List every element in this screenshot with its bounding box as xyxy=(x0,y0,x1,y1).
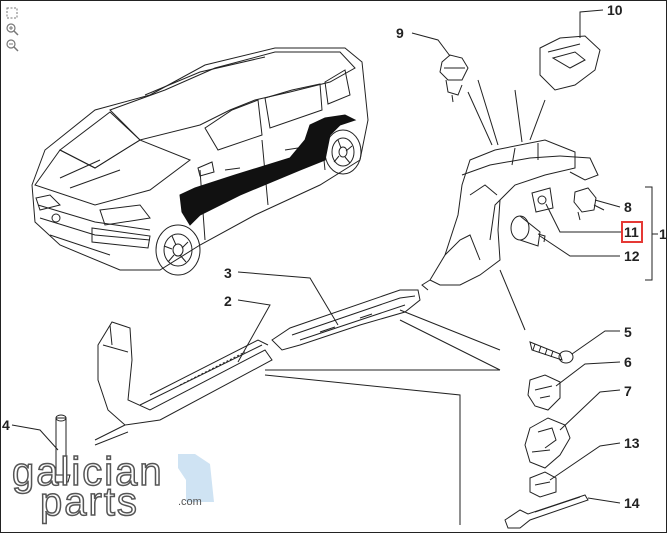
leader-strips-to-parts xyxy=(264,309,501,525)
zoom-toolbar xyxy=(5,6,23,52)
car-illustration xyxy=(31,47,369,276)
callout-5[interactable]: 5 xyxy=(624,324,632,340)
callout-3[interactable]: 3 xyxy=(224,265,232,281)
leader-5 xyxy=(571,330,620,355)
part-9-clip xyxy=(439,54,469,103)
part-12-pin xyxy=(510,215,546,247)
leader-2 xyxy=(237,299,271,363)
logo-line2: parts xyxy=(39,479,139,525)
callout-11[interactable]: 11 xyxy=(624,224,639,240)
part-pillar-trim xyxy=(421,139,599,291)
leader-13 xyxy=(549,442,621,481)
galicianparts-logo: galician parts .com xyxy=(10,449,220,525)
leader-9 xyxy=(411,32,451,57)
callout-10[interactable]: 10 xyxy=(607,2,623,18)
part-7-bracket xyxy=(524,417,571,469)
callout-9[interactable]: 9 xyxy=(396,25,404,41)
callout-12[interactable]: 12 xyxy=(624,248,640,264)
callout-7[interactable]: 7 xyxy=(624,383,632,399)
leader-3 xyxy=(237,271,339,326)
part-3-sill-strip xyxy=(271,289,421,351)
part-13-clip xyxy=(529,471,557,498)
bracket-1 xyxy=(645,186,658,281)
leader-10-to-pillar xyxy=(514,89,546,143)
part-11-clip xyxy=(531,187,554,213)
callout-11-highlight-box xyxy=(621,221,643,243)
logo-suffix: .com xyxy=(178,496,202,508)
leader-7 xyxy=(559,389,621,431)
leader-10 xyxy=(579,9,604,38)
leader-12 xyxy=(539,235,620,257)
callout-8[interactable]: 8 xyxy=(624,199,632,215)
leader-6 xyxy=(555,361,621,387)
part-2-sill-carrier xyxy=(97,321,273,426)
leader-4 xyxy=(11,424,59,451)
callout-2[interactable]: 2 xyxy=(224,293,232,309)
leader-11 xyxy=(545,203,622,233)
callout-14[interactable]: 14 xyxy=(624,495,640,511)
logo-door-graphic xyxy=(178,454,214,502)
part-6-clip xyxy=(527,374,561,411)
leader-4-to-carrier xyxy=(94,424,129,446)
part-4-stud xyxy=(51,414,71,483)
leader-14 xyxy=(587,497,621,504)
logo-line1: galician xyxy=(11,449,164,495)
fit-page-icon[interactable] xyxy=(5,6,19,20)
zoom-out-icon[interactable] xyxy=(5,38,19,52)
callout-6[interactable]: 6 xyxy=(624,354,632,370)
leader-9-to-pillar xyxy=(467,79,499,146)
leader-pillar-down xyxy=(499,269,526,331)
part-8-clip xyxy=(573,187,605,221)
part-10-cap xyxy=(539,35,601,91)
zoom-in-icon[interactable] xyxy=(5,22,19,36)
callout-13[interactable]: 13 xyxy=(624,435,640,451)
part-14-cable-tie xyxy=(504,494,589,529)
part-5-screw xyxy=(529,341,574,364)
callout-1[interactable]: 1 xyxy=(659,226,667,242)
callout-4[interactable]: 4 xyxy=(2,417,10,433)
leader-8 xyxy=(594,199,621,208)
